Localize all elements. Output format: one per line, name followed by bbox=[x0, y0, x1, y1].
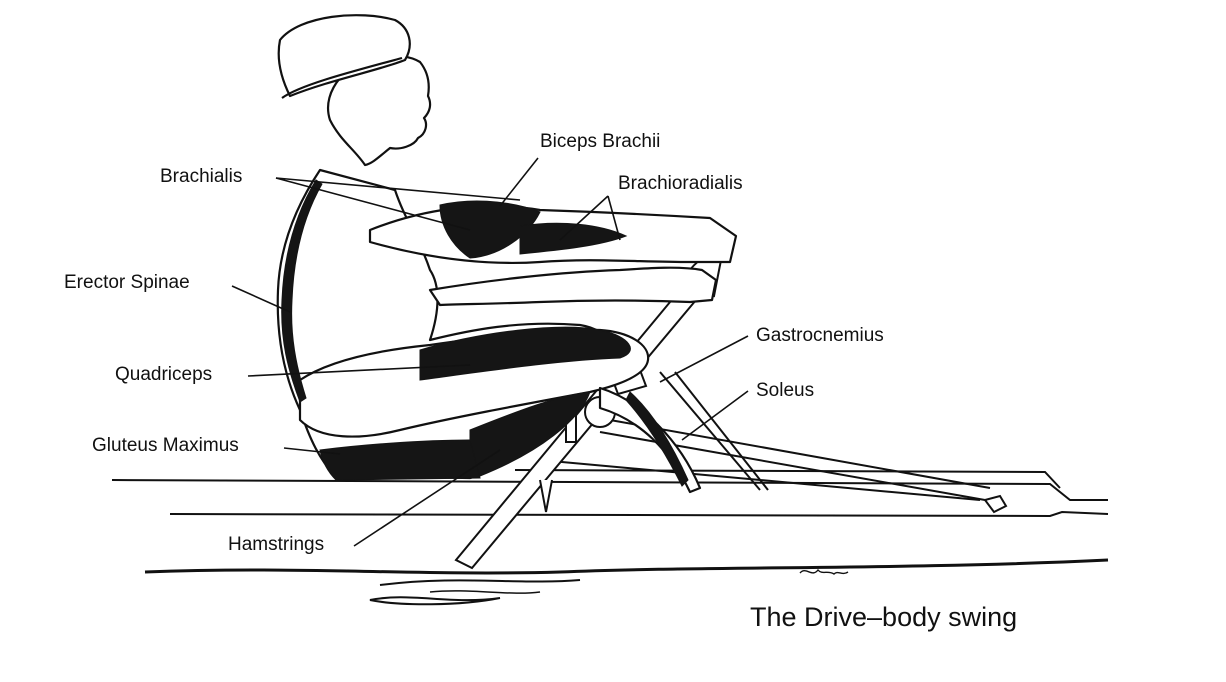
brachioradialis-muscle bbox=[519, 222, 628, 255]
leader-lines bbox=[231, 157, 749, 547]
brachioradialis-leader-1 bbox=[559, 195, 609, 241]
gluteus-maximus-leader bbox=[283, 447, 341, 455]
label-biceps-brachii: Biceps Brachii bbox=[540, 131, 661, 152]
label-quadriceps: Quadriceps bbox=[115, 364, 213, 385]
quadriceps-leader bbox=[247, 364, 471, 377]
label-brachialis: Brachialis bbox=[160, 166, 243, 187]
hamstrings-muscle bbox=[469, 391, 591, 477]
hamstrings-leader bbox=[353, 449, 501, 547]
water-surface bbox=[144, 558, 1109, 606]
gastrocnemius-muscle bbox=[625, 391, 689, 487]
label-erector-spinae: Erector Spinae bbox=[64, 272, 190, 293]
gluteus-maximus-muscle bbox=[319, 439, 481, 481]
boat-hull bbox=[111, 469, 1109, 518]
quadriceps-muscle bbox=[419, 326, 631, 381]
gastrocnemius-leader bbox=[659, 335, 749, 383]
artist-signature bbox=[799, 568, 849, 575]
brachialis-leader-1 bbox=[275, 177, 471, 231]
brachioradialis-leader-2 bbox=[607, 195, 621, 241]
brachialis-leader-2 bbox=[275, 177, 521, 201]
erector-spinae-muscle bbox=[281, 179, 323, 403]
muscle-groups bbox=[281, 179, 689, 487]
biceps-muscle bbox=[439, 200, 541, 259]
soleus-leader bbox=[681, 390, 749, 441]
label-gastrocnemius: Gastrocnemius bbox=[756, 325, 884, 346]
label-hamstrings: Hamstrings bbox=[228, 534, 325, 555]
figure-caption: The Drive–body swing bbox=[750, 602, 1018, 632]
label-brachioradialis: Brachioradialis bbox=[618, 173, 743, 194]
label-soleus: Soleus bbox=[756, 380, 815, 401]
label-gluteus-maximus: Gluteus Maximus bbox=[92, 435, 239, 456]
erector-spinae-leader bbox=[231, 285, 291, 313]
